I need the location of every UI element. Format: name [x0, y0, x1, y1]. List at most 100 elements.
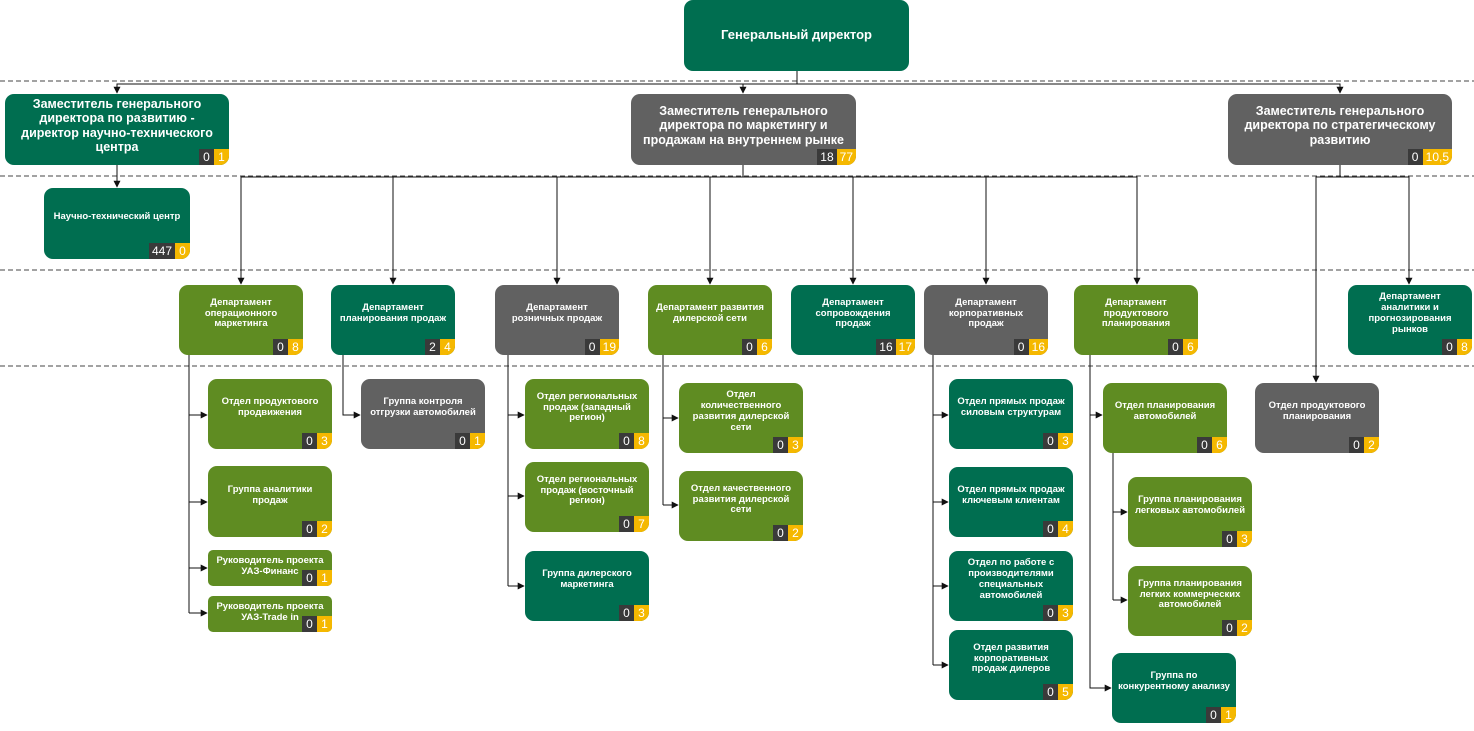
- connectors: [113, 71, 1413, 692]
- node-label: Отдел развития корпоративных продаж диле…: [971, 641, 1051, 675]
- staff-count-badge: 0: [773, 437, 788, 453]
- node-dept-market-analytics[interactable]: Департамент аналитики и прогнозирования …: [1348, 285, 1472, 355]
- vacancy-count-badge: 0: [175, 243, 190, 259]
- node-label: Группа аналитики продаж: [227, 483, 313, 506]
- node-regional-east[interactable]: Отдел региональных продаж (восточный рег…: [525, 462, 649, 532]
- node-label: Заместитель генерального директора по ра…: [21, 96, 213, 154]
- node-label: Группа дилерского маркетинга: [542, 568, 632, 590]
- node-label: Департамент планирования продаж: [339, 302, 447, 324]
- staff-count-badge: 0: [302, 433, 317, 449]
- node-deputy-strategy[interactable]: Заместитель генерального директора по ст…: [1228, 94, 1452, 165]
- node-lcv-planning[interactable]: Группа планирования легких коммерческих …: [1128, 566, 1252, 636]
- staff-count-badge: 0: [199, 149, 214, 165]
- staff-count-badge: 0: [773, 525, 788, 541]
- connector: [1339, 165, 1413, 285]
- staff-count-badge: 0: [302, 521, 317, 537]
- node-deputy-marketing[interactable]: Заместитель генерального директора по ма…: [631, 94, 856, 165]
- staff-count-badge: 0: [1043, 684, 1058, 700]
- node-label: Департамент розничных продаж: [511, 302, 603, 324]
- node-passenger-planning[interactable]: Группа планирования легковых автомобилей…: [1128, 477, 1252, 547]
- vacancy-count-badge: 8: [634, 433, 649, 449]
- node-general-director[interactable]: Генеральный директор: [684, 0, 909, 71]
- staff-count-badge: 0: [1043, 433, 1058, 449]
- node-label: Генеральный директор: [721, 27, 872, 43]
- node-deputy-development[interactable]: Заместитель генерального директора по ра…: [5, 94, 229, 165]
- connector: [743, 176, 1141, 285]
- vacancy-count-badge: 2: [788, 525, 803, 541]
- vacancy-count-badge: 16: [1028, 339, 1048, 355]
- vacancy-count-badge: 4: [1058, 521, 1073, 537]
- vacancy-count-badge: 3: [634, 605, 649, 621]
- vacancy-count-badge: 6: [1212, 437, 1227, 453]
- node-label: Отдел по работе с производителями специа…: [967, 557, 1055, 601]
- node-label: Отдел региональных продаж (западный реги…: [536, 390, 638, 424]
- node-label: Департамент продуктового планирования: [1101, 296, 1171, 330]
- node-dealer-qualitative[interactable]: Отдел качественного развития дилерской с…: [679, 471, 803, 541]
- node-dealer-quantitative[interactable]: Отдел количественного развития дилерской…: [679, 383, 803, 453]
- staff-count-badge: 18: [817, 149, 837, 165]
- vacancy-count-badge: 1: [1221, 707, 1236, 723]
- node-label: Заместитель генерального директора по ма…: [643, 103, 844, 147]
- node-regional-west[interactable]: Отдел региональных продаж (западный реги…: [525, 379, 649, 449]
- vacancy-count-badge: 2: [1364, 437, 1379, 453]
- vacancy-count-badge: 17: [895, 339, 915, 355]
- vacancy-count-badge: 3: [1237, 531, 1252, 547]
- connector: [739, 83, 797, 94]
- node-label: Заместитель генерального директора по ст…: [1244, 103, 1436, 147]
- node-corporate-dealers[interactable]: Отдел развития корпоративных продаж диле…: [949, 630, 1073, 700]
- staff-count-badge: 0: [273, 339, 288, 355]
- node-label: Департамент аналитики и прогнозирования …: [1368, 291, 1452, 335]
- staff-count-badge: 0: [1043, 605, 1058, 621]
- vacancy-count-badge: 1: [317, 616, 332, 632]
- staff-count-badge: 0: [455, 433, 470, 449]
- vacancy-count-badge: 3: [1058, 433, 1073, 449]
- staff-count-badge: 2: [425, 339, 440, 355]
- staff-count-badge: 0: [302, 570, 317, 586]
- node-special-vehicles[interactable]: Отдел по работе с производителями специа…: [949, 551, 1073, 621]
- level-separators: [0, 80, 1474, 367]
- node-label: Руководитель проекта УАЗ-Финанс: [216, 555, 324, 577]
- vacancy-count-badge: 10,5: [1422, 149, 1452, 165]
- connector: [797, 83, 1344, 94]
